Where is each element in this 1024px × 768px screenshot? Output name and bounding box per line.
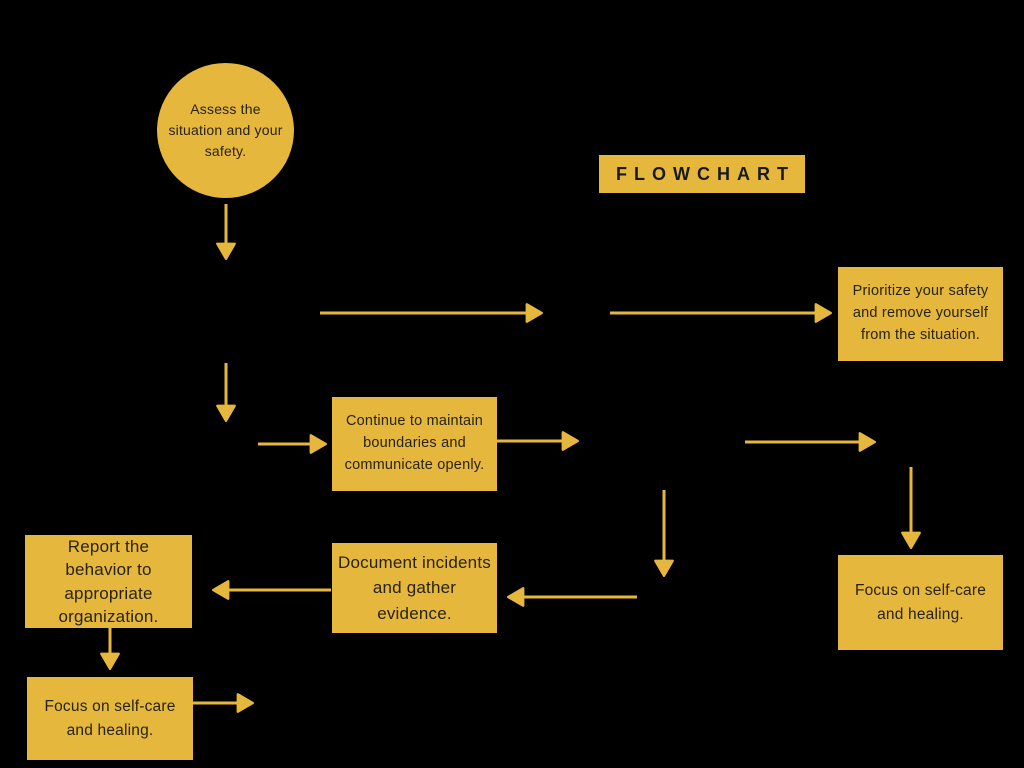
node-assess-label: Assess the situation and your safety. bbox=[168, 101, 283, 159]
node-focus-bottom-label: Focus on self-care and healing. bbox=[44, 698, 176, 739]
flowchart-title-box: FLOWCHART bbox=[599, 155, 805, 193]
flowchart-title-label: FLOWCHART bbox=[616, 163, 795, 184]
node-focus-self-care-bottom: Focus on self-care and healing. bbox=[27, 677, 193, 760]
node-report-label: Report the behavior to appropriate organ… bbox=[58, 536, 159, 626]
node-document-label: Document incidents and gather evidence. bbox=[338, 552, 491, 623]
node-prioritize-label: Prioritize your safety and remove yourse… bbox=[852, 283, 989, 343]
node-focus-right-label: Focus on self-care and healing. bbox=[854, 582, 987, 623]
node-report-behavior: Report the behavior to appropriate organ… bbox=[25, 535, 192, 628]
node-continue-boundaries: Continue to maintain boundaries and comm… bbox=[332, 397, 497, 491]
node-assess-circle: Assess the situation and your safety. bbox=[157, 63, 294, 198]
node-continue-label: Continue to maintain boundaries and comm… bbox=[344, 413, 485, 473]
node-prioritize-safety: Prioritize your safety and remove yourse… bbox=[838, 267, 1003, 361]
node-focus-self-care-right: Focus on self-care and healing. bbox=[838, 555, 1003, 650]
node-document-incidents: Document incidents and gather evidence. bbox=[332, 543, 497, 633]
